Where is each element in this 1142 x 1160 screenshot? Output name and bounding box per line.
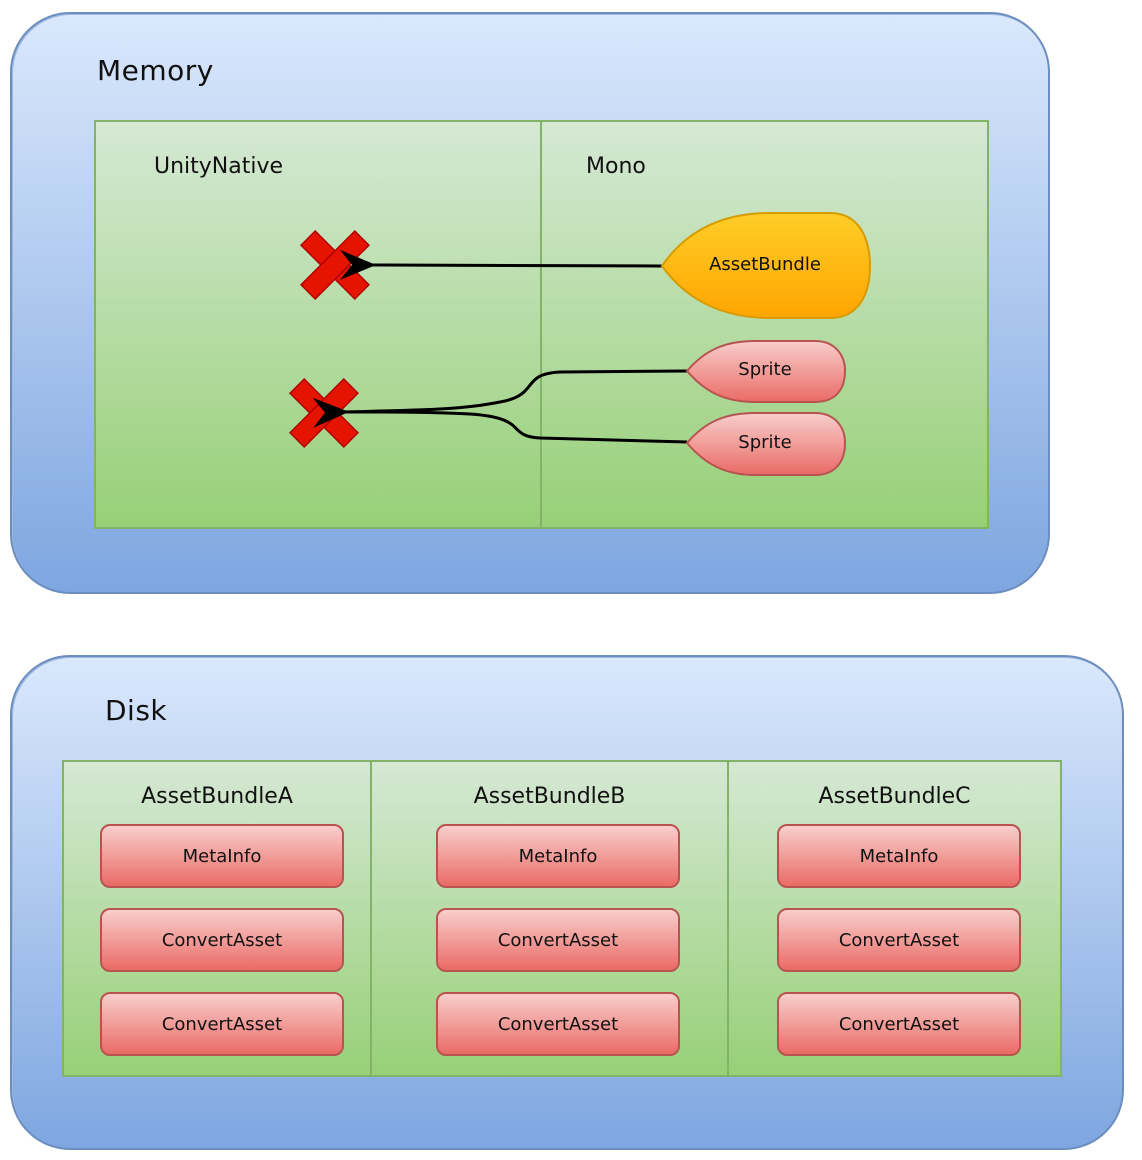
sprite-object[interactable] (685, 412, 847, 476)
disk-title: Disk (105, 694, 168, 727)
unitynative-title: UnityNative (154, 154, 284, 179)
assetbundle-a-column: AssetBundleA MetaInfo ConvertAsset Conve… (64, 762, 370, 1075)
assetbundle-c-column: AssetBundleC MetaInfo ConvertAsset Conve… (729, 762, 1060, 1075)
bundle-divider (370, 762, 372, 1075)
memory-title: Memory (97, 54, 214, 87)
disk-bundle-area: AssetBundleA MetaInfo ConvertAsset Conve… (62, 760, 1062, 1077)
bundle-title: AssetBundleA (141, 784, 293, 809)
metainfo-item[interactable]: MetaInfo (777, 824, 1021, 888)
bundle-title: AssetBundleC (818, 784, 971, 809)
bundle-divider (727, 762, 729, 1075)
bundle-title: AssetBundleB (473, 784, 626, 809)
released-native-object-cross-icon (299, 229, 371, 301)
convertasset-item[interactable]: ConvertAsset (436, 992, 680, 1056)
reference-arrow (312, 369, 688, 428)
metainfo-item[interactable]: MetaInfo (436, 824, 680, 888)
sprite-label: Sprite (738, 432, 792, 453)
convertasset-item[interactable]: ConvertAsset (777, 908, 1021, 972)
sprite-object[interactable] (685, 340, 847, 403)
convertasset-item[interactable]: ConvertAsset (100, 908, 344, 972)
mono-title: Mono (586, 154, 646, 179)
assetbundle-b-column: AssetBundleB MetaInfo ConvertAsset Conve… (372, 762, 727, 1075)
convertasset-item[interactable]: ConvertAsset (100, 992, 344, 1056)
metainfo-item[interactable]: MetaInfo (100, 824, 344, 888)
convertasset-item[interactable]: ConvertAsset (436, 908, 680, 972)
convertasset-item[interactable]: ConvertAsset (777, 992, 1021, 1056)
assetbundle-object[interactable] (660, 212, 872, 319)
assetbundle-label: AssetBundle (709, 254, 821, 275)
sprite-label: Sprite (738, 359, 792, 380)
reference-arrow (342, 410, 688, 444)
pane-divider (540, 122, 542, 527)
reference-arrow (339, 249, 663, 280)
